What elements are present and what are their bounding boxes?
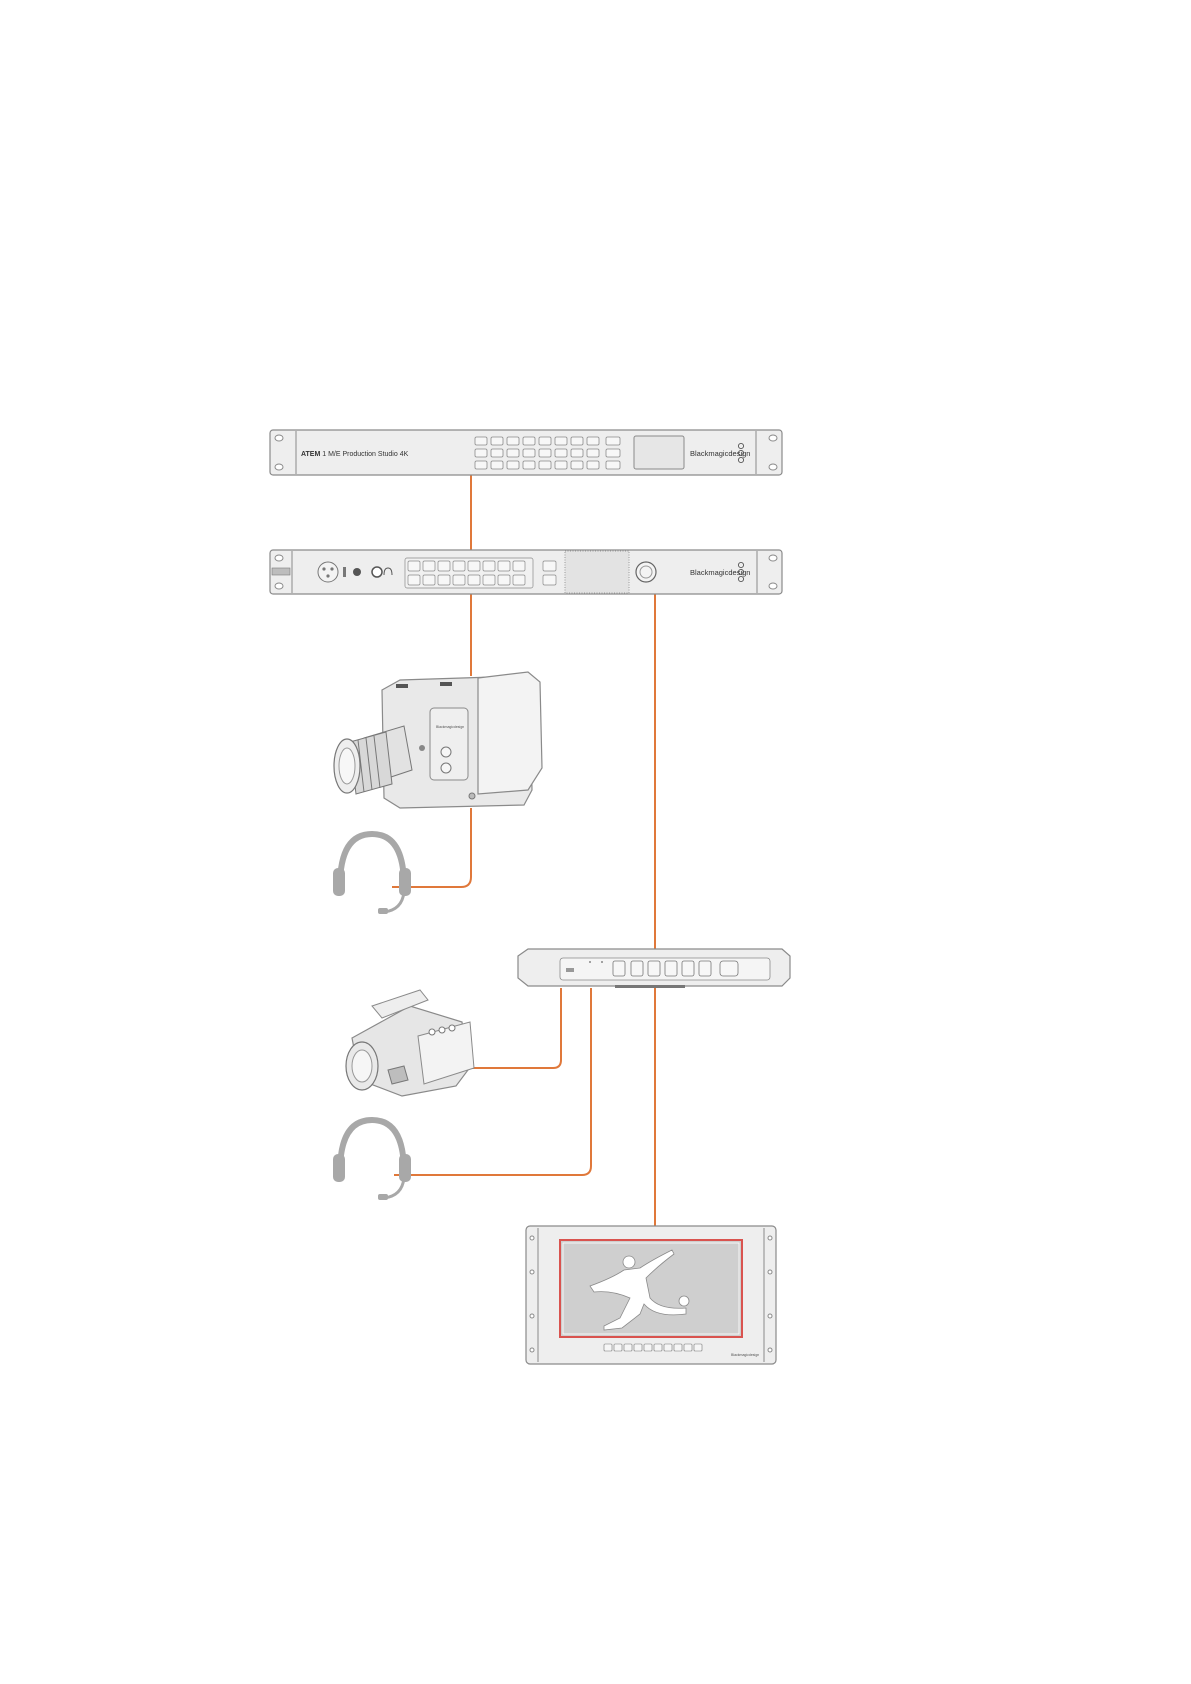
volume-knob — [636, 562, 656, 582]
atem-switcher: ATEM 1 M/E Production Studio 4K Blackmag… — [270, 430, 782, 475]
monitor-logo: Blackmagicdesign — [731, 1353, 759, 1357]
speaker-grille — [565, 551, 629, 593]
camera-lens — [334, 732, 392, 794]
cable-mini-converter-to-camcorder — [472, 988, 561, 1068]
monitor-screen — [560, 1240, 742, 1337]
studio-camera: Blackmagicdesign — [334, 672, 542, 808]
xlr-connector — [318, 562, 338, 582]
headset-1 — [333, 834, 411, 914]
broadcast-monitor: Blackmagicdesign — [526, 1226, 776, 1364]
camcorder — [346, 990, 474, 1096]
switcher-brand: ATEM — [301, 451, 320, 458]
headset-2 — [333, 1120, 411, 1200]
switcher-model: 1 M/E Production Studio 4K — [320, 451, 408, 458]
switcher-button-grid — [475, 437, 620, 469]
converter-button-grid — [405, 558, 556, 588]
switcher-lcd — [634, 436, 684, 469]
camera-logo: Blackmagicdesign — [436, 725, 464, 729]
mini-converter — [518, 949, 790, 988]
rack-converter: Blackmagicdesign — [270, 550, 782, 594]
svg-text:ATEM 1 M/E Production Studio 4: ATEM 1 M/E Production Studio 4K — [301, 451, 409, 458]
